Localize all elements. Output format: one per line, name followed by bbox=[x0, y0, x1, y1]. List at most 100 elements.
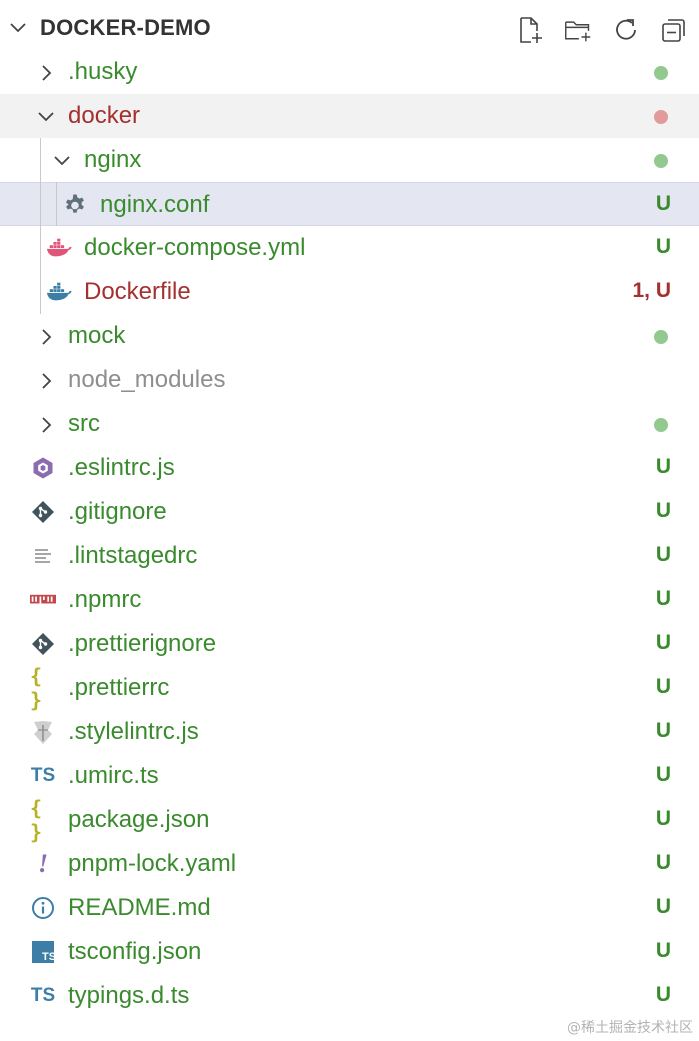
tree-item-label: .gitignore bbox=[68, 498, 167, 525]
tree-item-label: nginx.conf bbox=[100, 191, 210, 218]
git-status-badge: U bbox=[655, 983, 671, 1006]
watermark: @稀土掘金技术社区 bbox=[567, 1020, 693, 1036]
tree-item-label: mock bbox=[68, 322, 126, 349]
indent-guide bbox=[56, 182, 57, 226]
chevron-down-icon[interactable] bbox=[36, 106, 56, 126]
tree-folder[interactable]: docker bbox=[0, 94, 699, 138]
git-icon bbox=[30, 499, 56, 525]
tree-item-label: .eslintrc.js bbox=[68, 454, 175, 481]
tree-file[interactable]: { } package.json U bbox=[0, 796, 699, 844]
tree-item-label: .prettierrc bbox=[68, 674, 170, 701]
chevron-right-icon[interactable] bbox=[36, 370, 56, 390]
tree-file[interactable]: docker-compose.yml U bbox=[0, 226, 699, 270]
tree-folder[interactable]: src bbox=[0, 402, 699, 446]
tree-file[interactable]: Dockerfile 1, U bbox=[0, 270, 699, 314]
tree-item-label: .lintstagedrc bbox=[68, 542, 198, 569]
tree-item-label: docker bbox=[68, 102, 141, 129]
ts-text-icon: TS bbox=[30, 765, 56, 786]
git-status-badge: U bbox=[655, 719, 671, 742]
git-status-badge: U bbox=[655, 675, 671, 698]
git-status-badge: U bbox=[655, 807, 671, 830]
git-status-badge: U bbox=[655, 455, 671, 478]
tree-item-label: nginx bbox=[84, 146, 142, 173]
chevron-down-icon[interactable] bbox=[52, 150, 72, 170]
collapse-all-icon[interactable] bbox=[660, 16, 688, 44]
svg-text:TS: TS bbox=[42, 951, 55, 963]
git-icon bbox=[30, 631, 56, 657]
tree-item-label: package.json bbox=[68, 806, 210, 833]
explorer-header: DOCKER-DEMO bbox=[0, 6, 699, 50]
git-status-badge: 1, U bbox=[632, 279, 671, 302]
refresh-icon[interactable] bbox=[612, 16, 640, 44]
braces-icon: { } bbox=[30, 664, 42, 712]
tree-item-label: pnpm-lock.yaml bbox=[68, 850, 237, 877]
tree-file[interactable]: TS .umirc.ts U bbox=[0, 754, 699, 798]
tree-item-label: .stylelintrc.js bbox=[68, 718, 199, 745]
tree-folder[interactable]: node_modules bbox=[0, 358, 699, 402]
git-status-badge: U bbox=[655, 631, 671, 654]
tree-file[interactable]: TS typings.d.ts U bbox=[0, 974, 699, 1018]
git-status-badge: U bbox=[655, 192, 671, 215]
ts-box-icon: TS bbox=[30, 939, 56, 965]
tree-file[interactable]: .npmrc U bbox=[0, 578, 699, 622]
git-status-dot bbox=[654, 330, 668, 344]
npm-icon bbox=[30, 587, 56, 613]
tree-file[interactable]: .prettierignore U bbox=[0, 622, 699, 666]
explorer-actions bbox=[516, 16, 688, 44]
git-status-badge: U bbox=[655, 235, 671, 258]
tree-item-label: src bbox=[68, 410, 100, 437]
tree-item-label: tsconfig.json bbox=[68, 938, 202, 965]
tree-item-label: Dockerfile bbox=[84, 278, 191, 305]
git-status-dot bbox=[654, 154, 668, 168]
docker-compose-icon bbox=[46, 235, 72, 261]
tree-item-label: docker-compose.yml bbox=[84, 234, 306, 261]
chevron-right-icon[interactable] bbox=[36, 414, 56, 434]
info-icon bbox=[30, 895, 56, 921]
tree-file[interactable]: .eslintrc.js U bbox=[0, 446, 699, 490]
tree-item-label: .prettierignore bbox=[68, 630, 217, 657]
tree-item-label: .umirc.ts bbox=[68, 762, 159, 789]
tree-file[interactable]: { } .prettierrc U bbox=[0, 664, 699, 712]
text-lines-icon bbox=[30, 543, 56, 569]
tree-item-label: node_modules bbox=[68, 366, 226, 393]
braces-icon: { } bbox=[30, 796, 42, 844]
chevron-down-icon[interactable] bbox=[8, 18, 28, 38]
indent-guide bbox=[40, 138, 41, 314]
exclamation-icon: ! bbox=[37, 849, 49, 878]
gear-icon bbox=[62, 192, 88, 218]
tree-file[interactable]: ! pnpm-lock.yaml U bbox=[0, 842, 699, 886]
git-status-dot bbox=[654, 110, 668, 124]
git-status-badge: U bbox=[655, 587, 671, 610]
tree-file[interactable]: .gitignore U bbox=[0, 490, 699, 534]
chevron-right-icon[interactable] bbox=[36, 62, 56, 82]
tree-file[interactable]: nginx.conf U bbox=[0, 182, 699, 226]
new-folder-icon[interactable] bbox=[564, 16, 592, 44]
git-status-badge: U bbox=[655, 543, 671, 566]
tree-file[interactable]: .stylelintrc.js U bbox=[0, 710, 699, 754]
tree-folder[interactable]: nginx bbox=[0, 138, 699, 182]
new-file-icon[interactable] bbox=[516, 16, 544, 44]
eslint-icon bbox=[30, 455, 56, 481]
git-status-badge: U bbox=[655, 895, 671, 918]
tree-item-label: .npmrc bbox=[68, 586, 142, 613]
tree-folder[interactable]: .husky bbox=[0, 50, 699, 94]
git-status-dot bbox=[654, 66, 668, 80]
tree-folder[interactable]: mock bbox=[0, 314, 699, 358]
stylelint-icon bbox=[30, 719, 56, 745]
tree-item-label: .husky bbox=[68, 58, 138, 85]
tree-file[interactable]: README.md U bbox=[0, 886, 699, 930]
tree-item-label: README.md bbox=[68, 894, 211, 921]
ts-text-icon: TS bbox=[30, 985, 56, 1006]
git-status-badge: U bbox=[655, 499, 671, 522]
git-status-badge: U bbox=[655, 763, 671, 786]
tree-item-label: typings.d.ts bbox=[68, 982, 190, 1009]
explorer-title[interactable]: DOCKER-DEMO bbox=[40, 15, 211, 40]
git-status-badge: U bbox=[655, 851, 671, 874]
tree-file[interactable]: TS tsconfig.json U bbox=[0, 930, 699, 974]
chevron-right-icon[interactable] bbox=[36, 326, 56, 346]
git-status-dot bbox=[654, 418, 668, 432]
git-status-badge: U bbox=[655, 939, 671, 962]
tree-file[interactable]: .lintstagedrc U bbox=[0, 534, 699, 578]
docker-icon bbox=[46, 279, 72, 305]
